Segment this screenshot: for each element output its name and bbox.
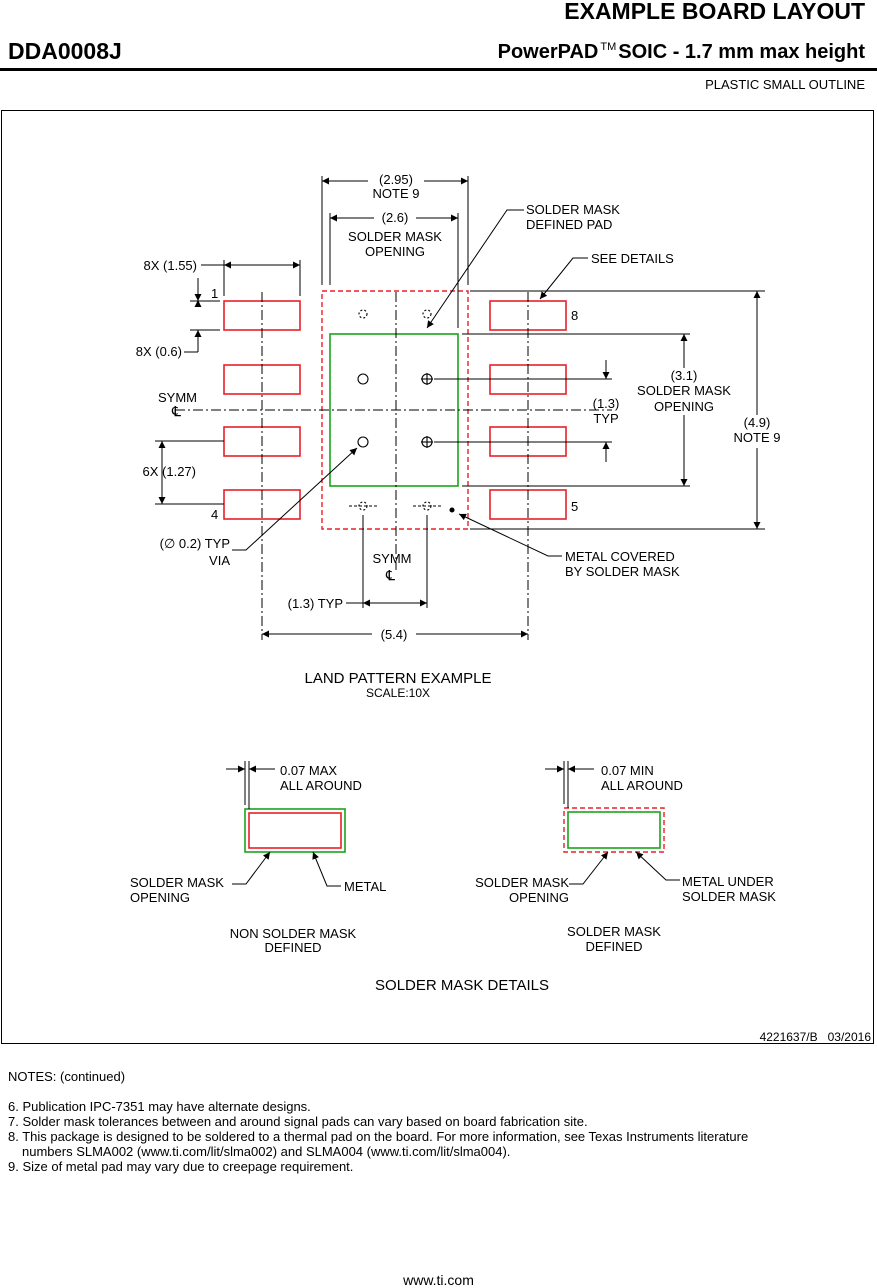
note-9: 9. Size of metal pad may vary due to cre… (8, 1159, 354, 1174)
nsmd-opening-1: SOLDER MASK (130, 875, 224, 890)
dim-1-3-h: (1.3) TYP (288, 596, 343, 611)
symm-label-v: SYMM (373, 551, 412, 566)
center-lines (175, 292, 612, 640)
nsmd-title-2: DEFINED (264, 940, 321, 955)
nsmd-metal: METAL (344, 879, 386, 894)
dim-2-6-label-1: SOLDER MASK (348, 229, 442, 244)
footer-url: www.ti.com (403, 1272, 474, 1288)
dim-3-1-label-1: SOLDER MASK (637, 383, 731, 398)
part-number: DDA0008J (8, 38, 122, 64)
vias (349, 309, 455, 513)
pin-8-label: 8 (571, 308, 578, 323)
solder-mask-details-title: SOLDER MASK DETAILS (375, 977, 549, 994)
notes-heading: NOTES: (continued) (8, 1069, 126, 1084)
dim-1-3-v-typ: TYP (593, 411, 618, 426)
smd-title-1: SOLDER MASK (567, 924, 661, 939)
dim-4-9: (4.9) (744, 415, 771, 430)
smd-opening-2: OPENING (509, 890, 569, 905)
nsmd-opening-2: OPENING (130, 890, 190, 905)
pad-height-dim: 8X (0.6) (136, 344, 182, 359)
dim-2-6-label-2: OPENING (365, 244, 425, 259)
smd-title-2: DEFINED (585, 939, 642, 954)
nsmd-dim-2: ALL AROUND (280, 778, 362, 793)
centerline-symbol-h: ℄ (171, 403, 181, 419)
dim-3-1: (3.1) (671, 368, 698, 383)
package-outline: PLASTIC SMALL OUTLINE (705, 77, 865, 92)
smd-dim-1: 0.07 MIN (601, 763, 654, 778)
land-pattern-scale: SCALE:10X (366, 686, 430, 700)
pin-1-label: 1 (211, 286, 218, 301)
trademark: TM (600, 41, 617, 53)
note-6: 6. Publication IPC-7351 may have alterna… (8, 1099, 311, 1114)
land-pattern-title: LAND PATTERN EXAMPLE (305, 670, 492, 687)
dim-2-6: (2.6) (382, 210, 409, 225)
smd-dim-2: ALL AROUND (601, 778, 683, 793)
smd-pad-label-1: SOLDER MASK (526, 202, 620, 217)
see-details-label: SEE DETAILS (591, 251, 674, 266)
smd-pad-label-2: DEFINED PAD (526, 217, 612, 232)
dim-5-4: (5.4) (381, 627, 408, 642)
metal-covered-label-2: BY SOLDER MASK (565, 564, 680, 579)
via-label: VIA (209, 553, 230, 568)
pin-5-label: 5 (571, 499, 578, 514)
dim-1-3-v: (1.3) (593, 396, 620, 411)
pin-4-label: 4 (211, 507, 218, 522)
dim-2-95-note: NOTE 9 (373, 186, 420, 201)
note-8: 8. This package is designed to be solder… (8, 1129, 749, 1144)
smd-metal-2: SOLDER MASK (682, 889, 776, 904)
via-dim: (∅ 0.2) TYP (160, 536, 230, 551)
nsmd-title-1: NON SOLDER MASK (230, 926, 357, 941)
land-pattern-drawing: (2.95) NOTE 9 (2.6) SOLDER MASK OPENING … (130, 172, 872, 1044)
drawing-frame (1, 110, 874, 1044)
smd-detail: 0.07 MIN ALL AROUND SOLDER MASK OPENING … (475, 761, 776, 954)
page-title: EXAMPLE BOARD LAYOUT (564, 0, 865, 24)
notes-list: 6. Publication IPC-7351 may have alterna… (8, 1099, 748, 1174)
smd-opening-1: SOLDER MASK (475, 875, 569, 890)
header-rule (0, 68, 877, 71)
dim-3-1-label-2: OPENING (654, 399, 714, 414)
symm-label-h: SYMM (158, 390, 197, 405)
package-name: PowerPAD (497, 41, 599, 63)
dim-2-95: (2.95) (379, 172, 413, 187)
smd-metal-1: METAL UNDER (682, 874, 774, 889)
document-id: 4221637/B 03/2016 (760, 1030, 872, 1044)
note-7: 7. Solder mask tolerances between and ar… (8, 1114, 588, 1129)
dimension-lines (155, 176, 765, 638)
package-desc: SOIC - 1.7 mm max height (618, 41, 865, 63)
pitch-dim: 6X (1.27) (143, 464, 196, 479)
nsmd-dim-1: 0.07 MAX (280, 763, 337, 778)
metal-covered-label-1: METAL COVERED (565, 549, 675, 564)
pad-width-dim: 8X (1.55) (144, 258, 197, 273)
nsmd-detail: 0.07 MAX ALL AROUND SOLDER MASK OPENING … (130, 761, 386, 955)
dim-4-9-note: NOTE 9 (734, 430, 781, 445)
note-8-continued: numbers SLMA002 (www.ti.com/lit/slma002)… (22, 1144, 511, 1159)
centerline-symbol-v: ℄ (385, 567, 395, 583)
